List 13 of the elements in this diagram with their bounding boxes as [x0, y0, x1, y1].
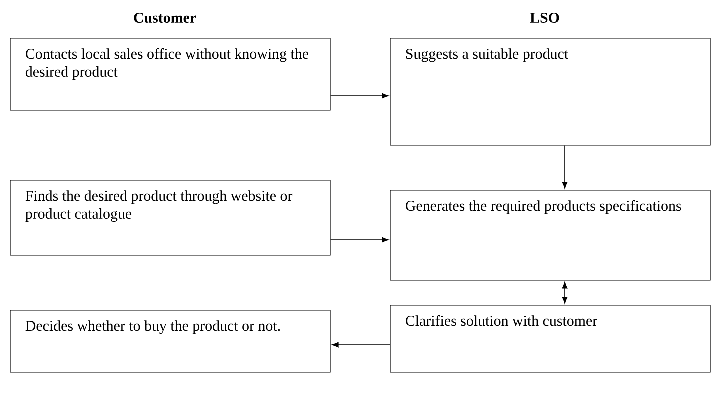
- arrow: [562, 145, 568, 189]
- process-box: Generates the required products specifications: [390, 190, 711, 281]
- arrow: [562, 282, 568, 304]
- arrow: [332, 342, 390, 348]
- process-box: Finds the desired product through website or product catalogue: [10, 180, 331, 256]
- process-box: Contacts local sales office without knowing the desired product: [10, 38, 331, 111]
- process-box: Decides whether to buy the product or not.: [10, 310, 331, 373]
- arrow: [330, 237, 389, 243]
- column-heading: Customer: [134, 12, 196, 24]
- column-heading: LSO: [530, 12, 560, 24]
- process-box: Suggests a suitable product: [390, 38, 711, 146]
- arrow: [330, 93, 389, 99]
- process-box: Clarifies solution with customer: [390, 305, 711, 373]
